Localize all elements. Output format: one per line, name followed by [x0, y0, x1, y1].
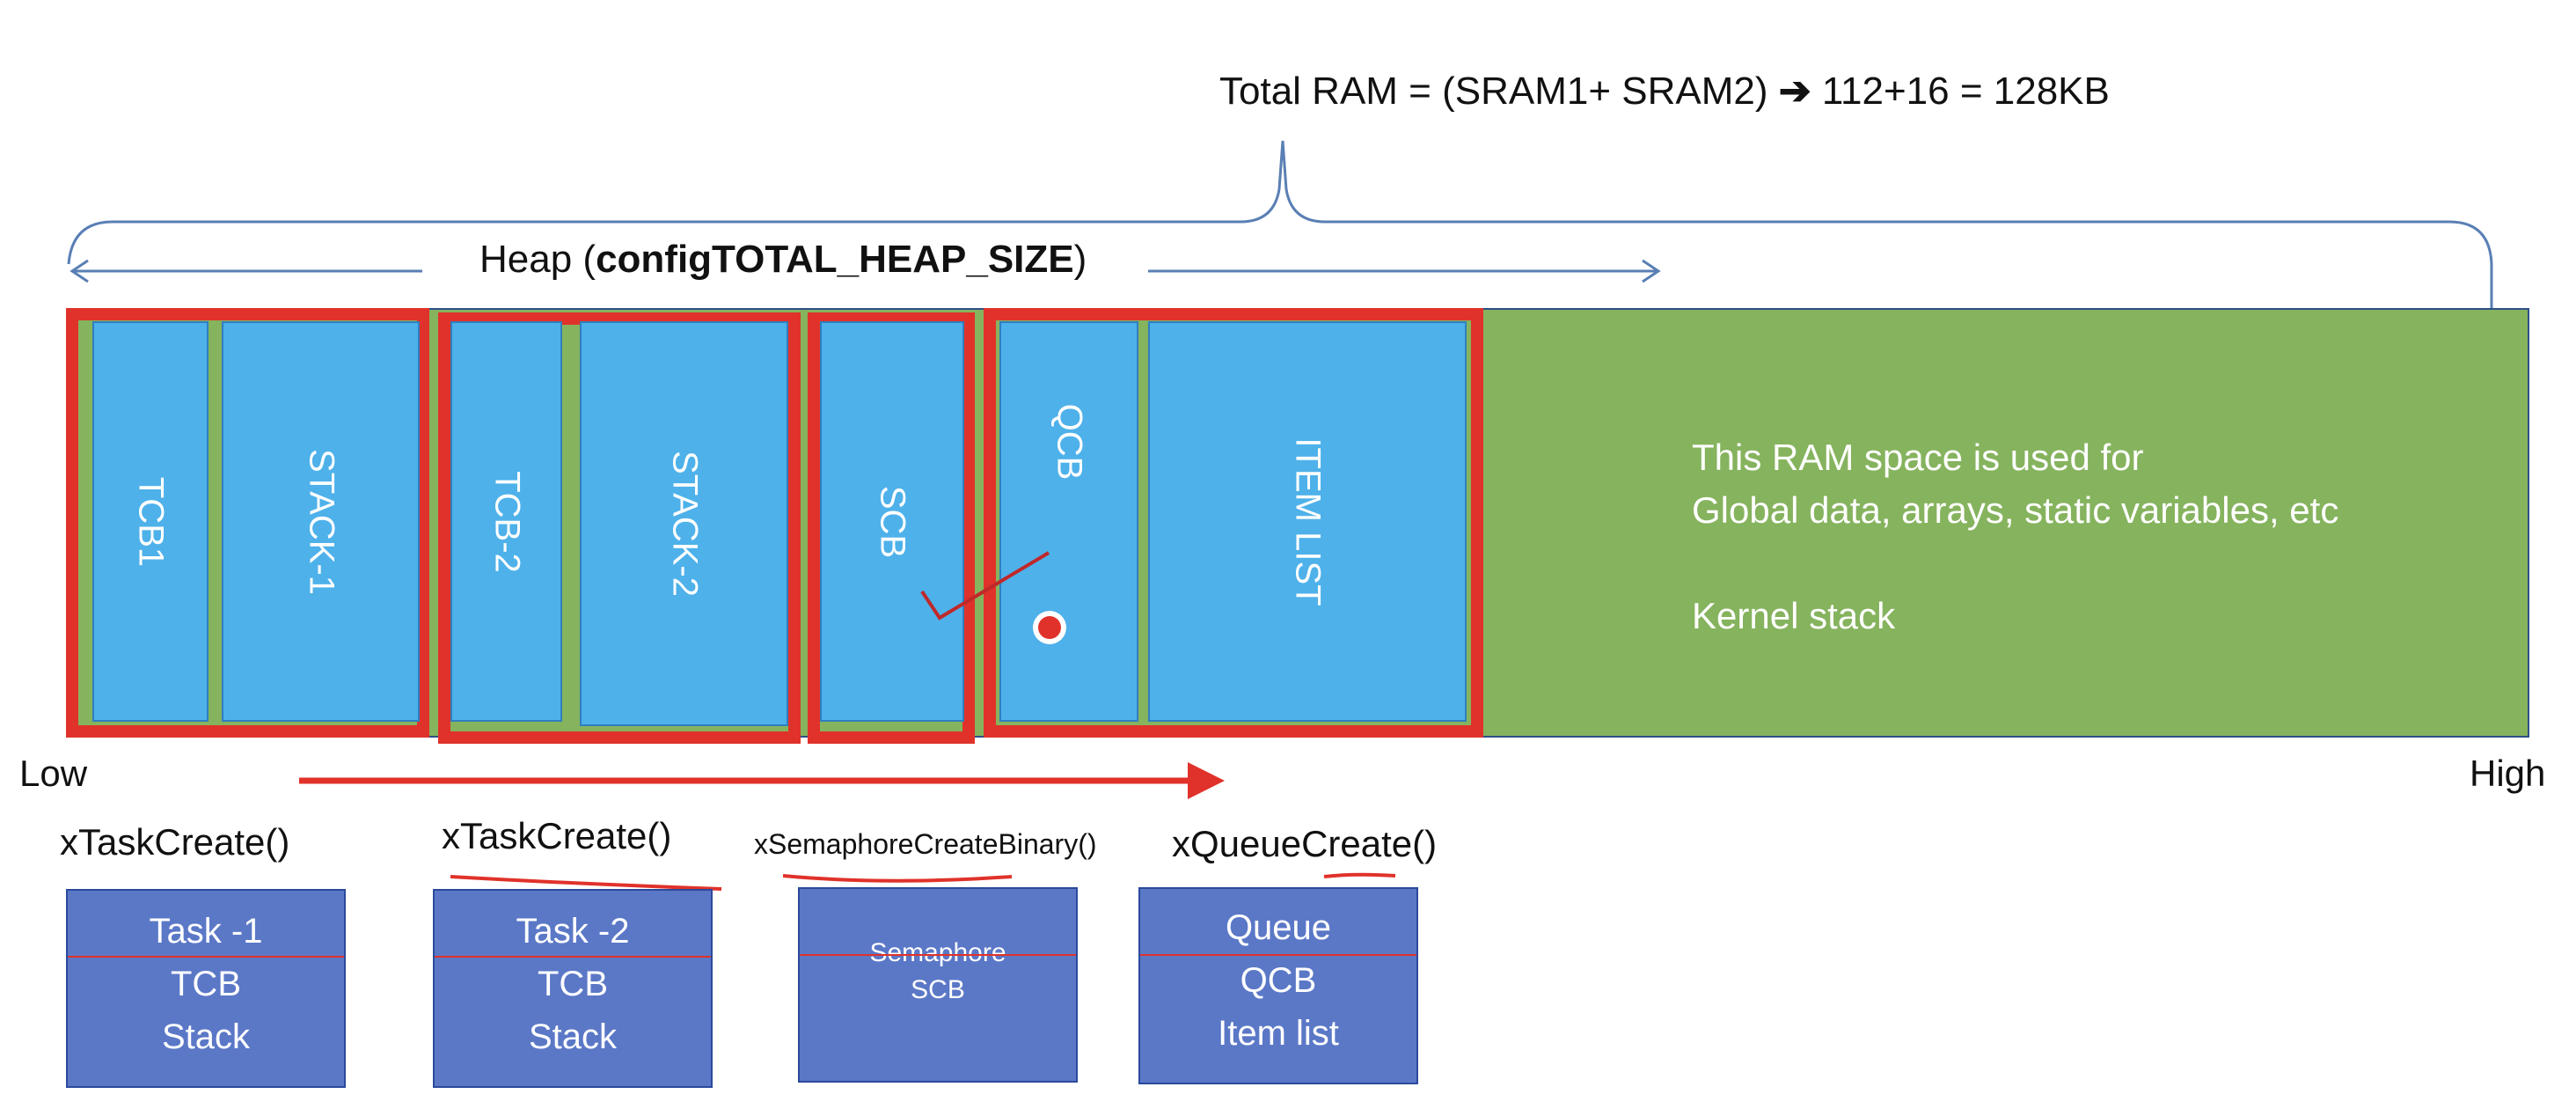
task1-card-divider: [68, 956, 344, 958]
api-xtaskcreate-1: xTaskCreate(): [60, 821, 290, 863]
task1-card: Task -1 TCB Stack: [66, 889, 346, 1088]
total-ram-formula: Total RAM = (SRAM1+ SRAM2): [1219, 70, 1768, 113]
underline-xsemaphorecreatebinary: [782, 874, 1013, 883]
qcb-block: QCB: [999, 321, 1138, 722]
queue-card: Queue QCB Item list: [1138, 887, 1418, 1084]
stack1-block: STACK-1: [222, 321, 420, 722]
ram-note-line3: Kernel stack: [1692, 595, 1896, 636]
tcb2-block: TCB-2: [450, 321, 562, 722]
semaphore-card-divider: [800, 954, 1076, 956]
task2-card: Task -2 TCB Stack: [433, 889, 713, 1088]
tcb1-block: TCB1: [92, 321, 209, 722]
queue-allocation: [984, 308, 1483, 738]
task1-card-stack: Stack: [161, 1017, 251, 1056]
ram-usage-note: This RAM space is used for Global data, …: [1692, 431, 2338, 643]
task1-card-title: Task -1: [149, 912, 263, 951]
pen-annotation-stroke: [920, 551, 1050, 621]
task1-allocation: [66, 308, 429, 738]
queue-card-divider: [1140, 954, 1416, 956]
total-ram-title: Total RAM = (SRAM1+ SRAM2) ➔ 112+16 = 12…: [1219, 69, 2110, 114]
semaphore-card: Semaphore SCB: [798, 887, 1078, 1083]
cursor-dot-core: [1038, 616, 1061, 639]
task2-card-divider: [435, 956, 711, 958]
heap-label: Heap (configTOTAL_HEAP_SIZE): [479, 238, 1087, 281]
item-list-block: ITEM LIST: [1148, 321, 1467, 722]
ram-note-line2: Global data, arrays, static variables, e…: [1692, 489, 2339, 531]
queue-card-title: Queue: [1225, 908, 1332, 947]
heap-arrow-left-head: [70, 259, 89, 283]
api-xqueuecreate: xQueueCreate(): [1172, 823, 1438, 864]
scb-block: SCB: [820, 321, 964, 722]
high-address-label: High: [2470, 753, 2546, 794]
queue-card-item-list: Item list: [1218, 1014, 1339, 1053]
underline-xtaskcreate-2: [450, 875, 722, 891]
queue-card-qcb: QCB: [1240, 961, 1317, 1000]
task2-card-title: Task -2: [516, 912, 630, 951]
semaphore-card-title: Semaphore: [869, 938, 1006, 967]
task2-card-stack: Stack: [528, 1017, 618, 1056]
total-ram-brace: [67, 140, 2493, 334]
heap-config-name: configTOTAL_HEAP_SIZE: [596, 238, 1074, 281]
allocation-direction-arrowhead: [1188, 762, 1225, 799]
heap-arrow-right-head: [1642, 259, 1661, 283]
api-xsemaphorecreatebinary: xSemaphoreCreateBinary(): [754, 828, 1097, 860]
ram-note-line1: This RAM space is used for: [1692, 437, 2144, 478]
task1-card-tcb: TCB: [171, 965, 241, 1003]
api-xtaskcreate-2: xTaskCreate(): [442, 815, 672, 856]
underline-create: [1323, 872, 1396, 878]
low-address-label: Low: [19, 753, 88, 794]
stack2-block: STACK-2: [580, 321, 788, 726]
total-ram-value: 112+16 = 128KB: [1821, 70, 2110, 113]
task2-card-tcb: TCB: [538, 965, 608, 1003]
right-arrow-icon: ➔: [1778, 70, 1811, 113]
semaphore-card-scb: SCB: [911, 975, 965, 1004]
